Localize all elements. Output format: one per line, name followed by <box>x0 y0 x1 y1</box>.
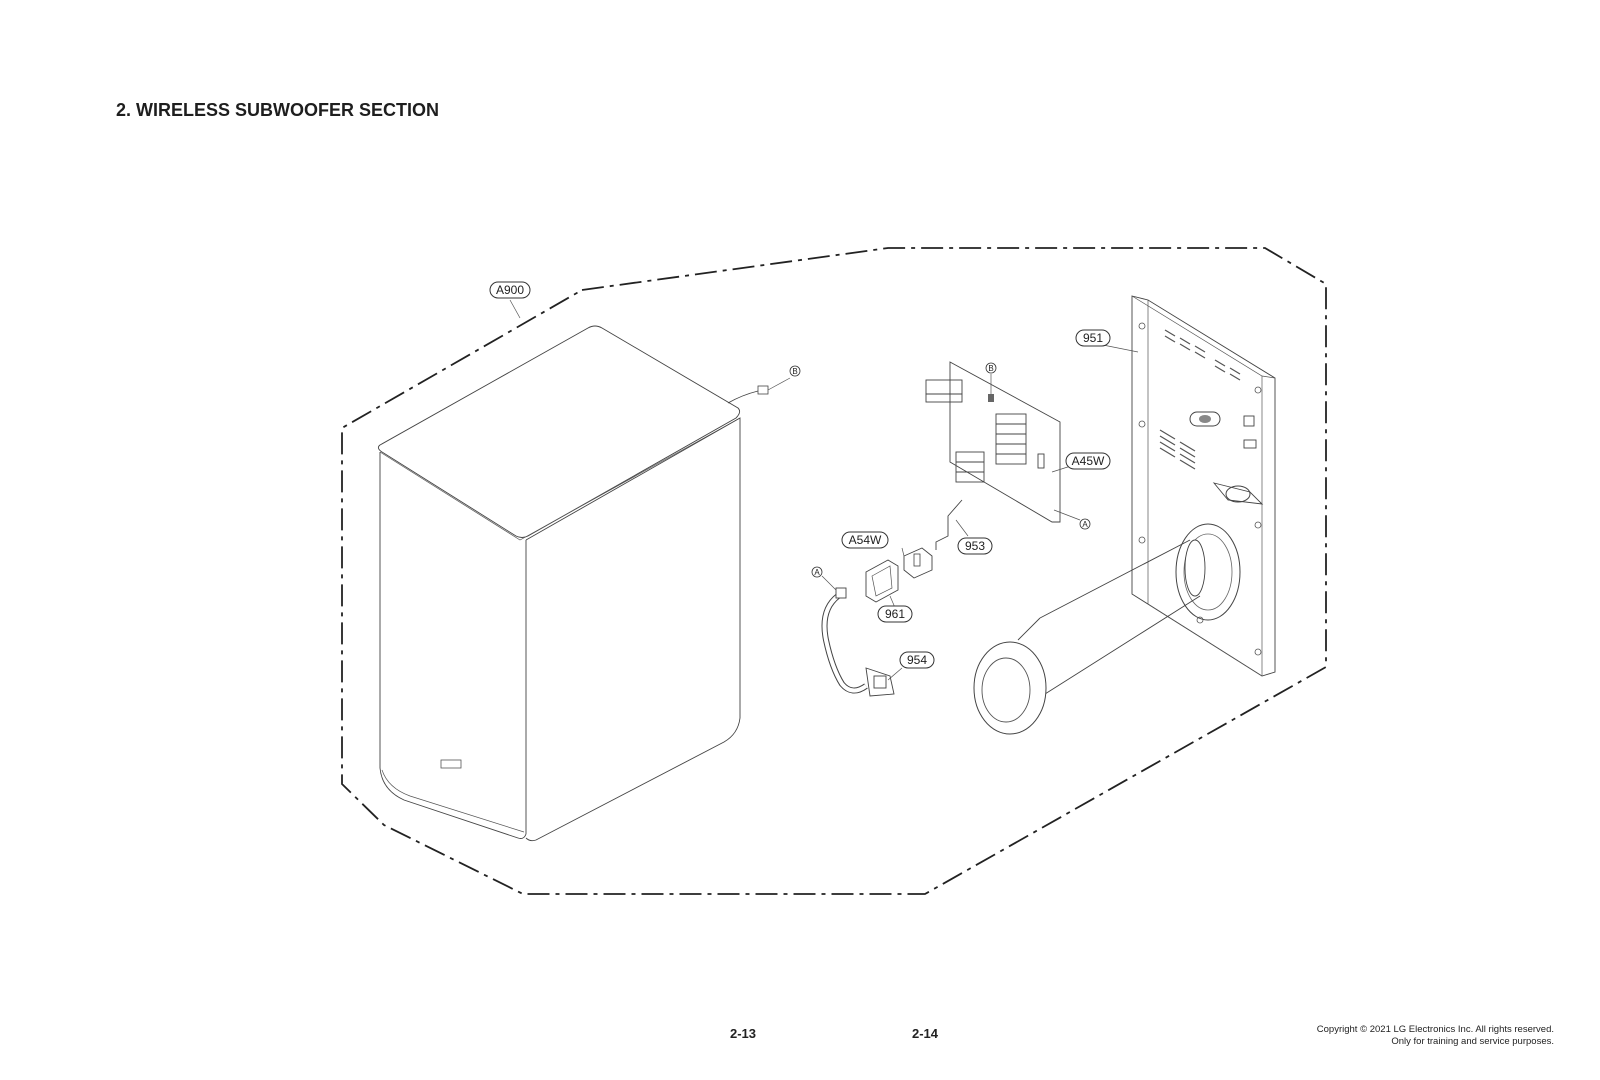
connector-b-pcb: B <box>985 362 997 374</box>
page-number-right: 2-14 <box>912 1026 939 1041</box>
connector-b-cabinet: B <box>789 365 801 377</box>
svg-text:953: 953 <box>965 539 985 553</box>
svg-text:A: A <box>814 568 820 577</box>
connector-a-pcb: A <box>1079 518 1091 530</box>
svg-text:B: B <box>988 364 993 373</box>
power-cable-954 <box>821 575 903 697</box>
callout-a900: A900 <box>489 281 531 299</box>
callout-951: 951 <box>1075 329 1111 347</box>
svg-text:A45W: A45W <box>1072 454 1105 468</box>
svg-text:954: 954 <box>907 653 927 667</box>
copyright-line-1: Copyright © 2021 LG Electronics Inc. All… <box>1316 1024 1554 1035</box>
svg-text:951: 951 <box>1083 331 1103 345</box>
svg-text:961: 961 <box>885 607 905 621</box>
wireless-module-a54w <box>901 547 933 579</box>
svg-text:A54W: A54W <box>849 533 882 547</box>
port-tube <box>973 539 1206 735</box>
callout-961: 961 <box>877 605 913 623</box>
svg-text:A: A <box>1082 520 1088 529</box>
page-number-left: 2-13 <box>730 1026 757 1041</box>
callout-953: 953 <box>957 537 993 555</box>
copyright-line-2: Only for training and service purposes. <box>1391 1036 1554 1047</box>
connector-a-cable: A <box>811 566 823 578</box>
copyright-notice: Copyright © 2021 LG Electronics Inc. All… <box>1317 1024 1554 1048</box>
callout-a45w: A45W <box>1065 452 1111 470</box>
back-panel-951 <box>1131 295 1276 677</box>
holder-961 <box>865 559 899 611</box>
flat-cable-953 <box>935 499 963 550</box>
svg-text:A900: A900 <box>496 283 524 297</box>
main-pcb-a45w <box>925 361 1081 523</box>
callout-954: 954 <box>899 651 935 669</box>
cabinet-a900 <box>377 325 791 842</box>
assembly-boundary <box>341 247 1327 895</box>
callout-a54w: A54W <box>841 531 889 549</box>
svg-text:B: B <box>792 367 797 376</box>
page-title: 2. WIRELESS SUBWOOFER SECTION <box>116 100 440 120</box>
